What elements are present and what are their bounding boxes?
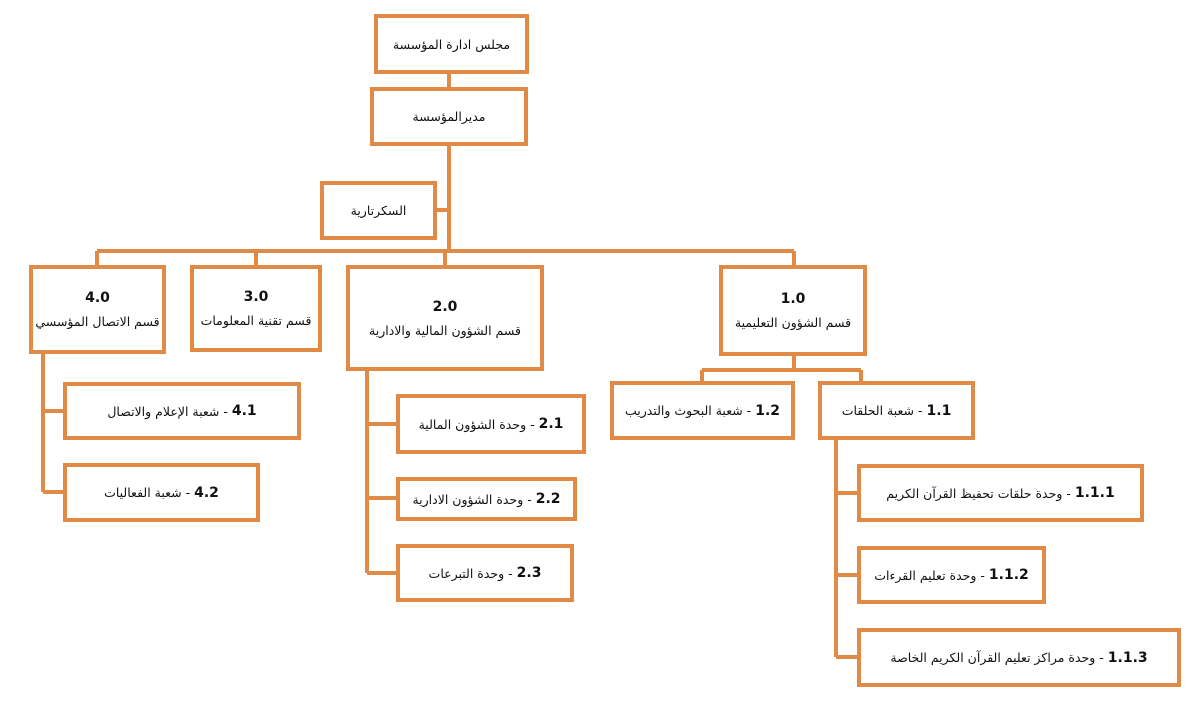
department-label: قسم الاتصال المؤسسي bbox=[35, 314, 160, 329]
unit-number: 1.1.3 bbox=[1107, 649, 1148, 666]
unit-number: 2.1 bbox=[538, 416, 564, 432]
unit-label: - شعبة البحوث والتدريب bbox=[625, 403, 752, 418]
unit-2-3-box[interactable]: 2.3- وحدة التبرعات bbox=[396, 544, 574, 602]
unit-number: 1.1 bbox=[926, 402, 952, 419]
department-4-box[interactable]: 4.0 قسم الاتصال المؤسسي bbox=[29, 265, 166, 354]
department-label: قسم الشؤون المالية والادارية bbox=[369, 322, 521, 338]
department-2-box[interactable]: 2.0 قسم الشؤون المالية والادارية bbox=[346, 265, 544, 371]
unit-label: - وحدة مراكز تعليم القرآن الكريم الخاصة bbox=[890, 650, 1104, 665]
department-3-box[interactable]: 3.0 قسم تقنية المعلومات bbox=[190, 265, 322, 352]
board-box[interactable]: مجلس ادارة المؤسسة bbox=[374, 14, 529, 74]
unit-label: - وحدة حلقات تحفيظ القرآن الكريم bbox=[886, 485, 1071, 501]
department-number: 4.0 bbox=[85, 290, 110, 306]
unit-label: - شعبة الإعلام والاتصال bbox=[107, 403, 228, 419]
unit-label: - وحدة التبرعات bbox=[428, 565, 513, 581]
unit-4-2-box[interactable]: 4.2- شعبة الفعاليات bbox=[63, 463, 260, 522]
unit-label: - شعبة الحلقات bbox=[841, 403, 923, 418]
unit-number: 2.3 bbox=[516, 565, 542, 581]
unit-1-1-box[interactable]: 1.1- شعبة الحلقات bbox=[818, 381, 975, 440]
board-label: مجلس ادارة المؤسسة bbox=[392, 36, 511, 52]
unit-2-1-box[interactable]: 2.1- وحدة الشؤون المالية bbox=[396, 394, 586, 454]
department-number: 1.0 bbox=[780, 291, 806, 307]
unit-1-2-box[interactable]: 1.2- شعبة البحوث والتدريب bbox=[610, 381, 795, 440]
unit-label: - شعبة الفعاليات bbox=[104, 485, 191, 500]
unit-1-1-3-box[interactable]: 1.1.3- وحدة مراكز تعليم القرآن الكريم ال… bbox=[857, 628, 1181, 687]
unit-number: 4.2 bbox=[194, 484, 219, 501]
unit-label: - وحدة الشؤون المالية bbox=[418, 416, 535, 432]
unit-1-1-2-box[interactable]: 1.1.2- وحدة تعليم القرءات bbox=[857, 546, 1046, 604]
unit-4-1-box[interactable]: 4.1- شعبة الإعلام والاتصال bbox=[63, 382, 301, 440]
department-label: قسم تقنية المعلومات bbox=[200, 313, 312, 328]
department-label: قسم الشؤون التعليمية bbox=[734, 315, 852, 330]
secretariat-label: السكرتارية bbox=[350, 203, 407, 218]
unit-number: 2.2 bbox=[535, 491, 561, 507]
unit-1-1-1-box[interactable]: 1.1.1- وحدة حلقات تحفيظ القرآن الكريم bbox=[857, 464, 1144, 522]
unit-number: 1.1.2 bbox=[988, 567, 1029, 583]
unit-label: - وحدة الشؤون الادارية bbox=[412, 491, 532, 507]
secretariat-box[interactable]: السكرتارية bbox=[320, 181, 437, 240]
unit-number: 1.2 bbox=[755, 402, 781, 419]
unit-number: 4.1 bbox=[231, 403, 257, 419]
department-1-box[interactable]: 1.0 قسم الشؤون التعليمية bbox=[719, 265, 867, 356]
director-box[interactable]: مديرالمؤسسة bbox=[370, 87, 528, 146]
department-number: 3.0 bbox=[243, 289, 269, 305]
department-number: 2.0 bbox=[432, 298, 458, 315]
unit-label: - وحدة تعليم القرءات bbox=[874, 567, 985, 583]
unit-number: 1.1.1 bbox=[1074, 485, 1115, 501]
unit-2-2-box[interactable]: 2.2- وحدة الشؤون الادارية bbox=[396, 477, 577, 521]
director-label: مديرالمؤسسة bbox=[412, 109, 486, 124]
